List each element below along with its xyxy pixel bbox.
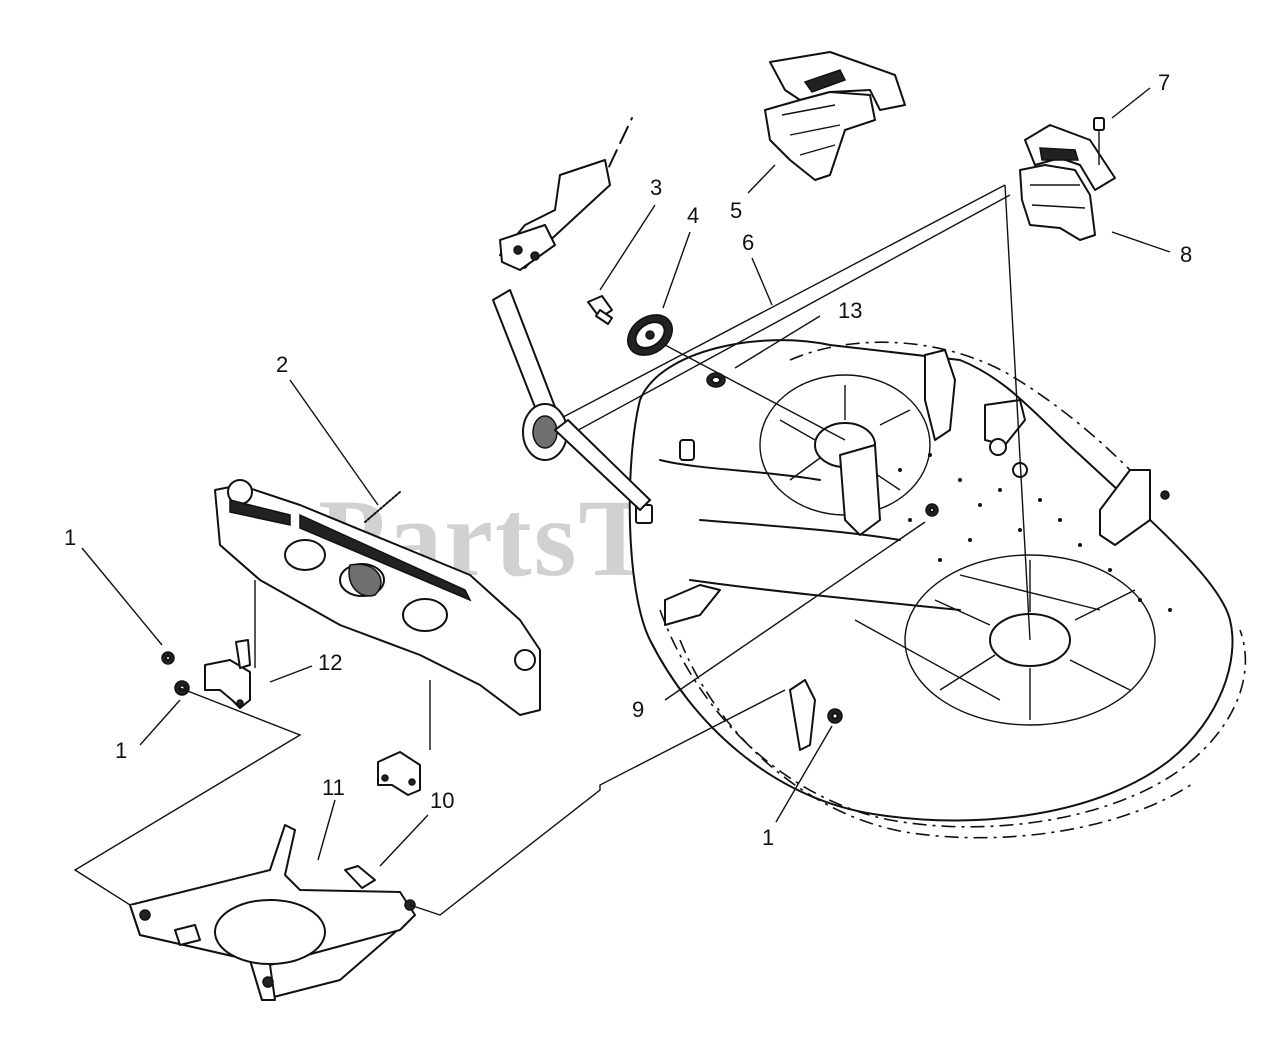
callout-number: 12 bbox=[318, 650, 342, 675]
callout-number: 8 bbox=[1180, 242, 1192, 267]
callout-8: 8 bbox=[1111, 231, 1192, 267]
spacer-washer bbox=[706, 372, 726, 388]
blade-guard-left bbox=[764, 51, 906, 181]
guard-screw bbox=[1093, 117, 1105, 165]
hex-nut bbox=[827, 708, 843, 724]
callout-6: 6 bbox=[742, 230, 773, 306]
spring bbox=[364, 491, 401, 523]
hex-nut bbox=[161, 651, 175, 665]
callout-1c: 1 bbox=[762, 725, 833, 850]
callout-12: 12 bbox=[269, 650, 342, 683]
callout-number: 5 bbox=[730, 198, 742, 223]
shoulder-bolt bbox=[344, 865, 376, 889]
hex-nut bbox=[174, 680, 190, 696]
callout-number: 13 bbox=[838, 298, 862, 323]
pulley-bolt bbox=[587, 295, 613, 325]
mower-deck bbox=[628, 339, 1247, 839]
callout-9: 9 bbox=[632, 521, 926, 722]
shoulder-bolt bbox=[174, 924, 201, 946]
callout-4: 4 bbox=[662, 203, 699, 309]
idler-pulley bbox=[627, 314, 673, 356]
callout-5: 5 bbox=[730, 164, 776, 223]
callout-2: 2 bbox=[276, 352, 379, 506]
callout-number: 2 bbox=[276, 352, 288, 377]
callout-number: 6 bbox=[742, 230, 754, 255]
callout-number: 11 bbox=[322, 775, 345, 800]
callout-number: 10 bbox=[430, 788, 454, 813]
blade-guard-right bbox=[1019, 124, 1116, 241]
assembly-lines bbox=[73, 580, 786, 916]
callout-number: 1 bbox=[64, 525, 76, 550]
callout-number: 1 bbox=[115, 738, 127, 763]
callout-number: 4 bbox=[687, 203, 699, 228]
callout-number: 9 bbox=[632, 697, 644, 722]
hex-nut bbox=[925, 503, 939, 517]
callout-number: 7 bbox=[1158, 70, 1170, 95]
callout-1a: 1 bbox=[64, 525, 163, 646]
callout-10: 10 bbox=[379, 788, 454, 867]
callout-3: 3 bbox=[599, 175, 662, 291]
callout-7: 7 bbox=[1111, 70, 1170, 119]
callout-number: 3 bbox=[650, 175, 662, 200]
belt-guide-bracket bbox=[499, 117, 633, 271]
callout-11: 11 bbox=[317, 775, 345, 861]
hanger-bracket-upper bbox=[204, 639, 251, 709]
callout-13: 13 bbox=[734, 298, 862, 369]
hanger-bracket-lower bbox=[377, 751, 421, 796]
stabilizer-plate bbox=[129, 824, 416, 1001]
front-hanger bbox=[214, 479, 541, 716]
deck-holes bbox=[898, 453, 1172, 612]
callout-number: 1 bbox=[762, 825, 774, 850]
engine-pulley bbox=[492, 289, 651, 511]
callout-1b: 1 bbox=[115, 699, 181, 763]
